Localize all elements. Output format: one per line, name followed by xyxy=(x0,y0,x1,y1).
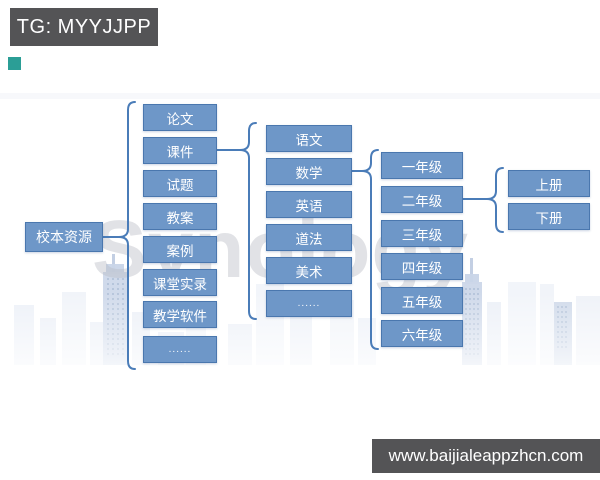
tree-node-l1-7: ...... xyxy=(143,336,217,363)
tree-node-l4-0: 上册 xyxy=(508,170,590,197)
tg-banner-text: TG: MYYJJPP xyxy=(16,15,152,38)
tree-node-l3-3: 四年级 xyxy=(381,253,463,280)
brace-level3 xyxy=(361,149,379,350)
tree-node-root: 校本资源 xyxy=(25,222,103,252)
teal-square-decoration xyxy=(8,57,21,70)
tg-banner: TG: MYYJJPP xyxy=(10,8,158,46)
background-band xyxy=(0,93,600,99)
tree-node-l3-1: 二年级 xyxy=(381,186,463,213)
brace-level4 xyxy=(486,167,504,233)
url-banner-text: www.baijialeappzhcn.com xyxy=(388,446,584,465)
tree-node-l1-5: 课堂实录 xyxy=(143,269,217,296)
tree-node-l1-2: 试题 xyxy=(143,170,217,197)
tree-node-l1-4: 案例 xyxy=(143,236,217,263)
tree-node-l1-6: 教学软件 xyxy=(143,301,217,328)
tree-node-l1-0: 论文 xyxy=(143,104,217,131)
tree-node-l3-4: 五年级 xyxy=(381,287,463,314)
brace-level2 xyxy=(239,122,257,320)
tree-node-l2-4: 美术 xyxy=(266,257,352,284)
tree-node-l2-3: 道法 xyxy=(266,224,352,251)
tree-node-l3-5: 六年级 xyxy=(381,320,463,347)
tree-node-l1-1: 课件 xyxy=(143,137,217,164)
tree-node-l2-1: 数学 xyxy=(266,158,352,185)
tree-node-l1-3: 教案 xyxy=(143,203,217,230)
tree-node-l2-0: 语文 xyxy=(266,125,352,152)
brace-level1 xyxy=(118,101,136,370)
tree-node-l2-2: 英语 xyxy=(266,191,352,218)
tree-node-l2-5: ...... xyxy=(266,290,352,317)
url-banner: www.baijialeappzhcn.com xyxy=(372,439,600,473)
tree-node-l4-1: 下册 xyxy=(508,203,590,230)
tree-node-l3-0: 一年级 xyxy=(381,152,463,179)
tree-node-l3-2: 三年级 xyxy=(381,220,463,247)
